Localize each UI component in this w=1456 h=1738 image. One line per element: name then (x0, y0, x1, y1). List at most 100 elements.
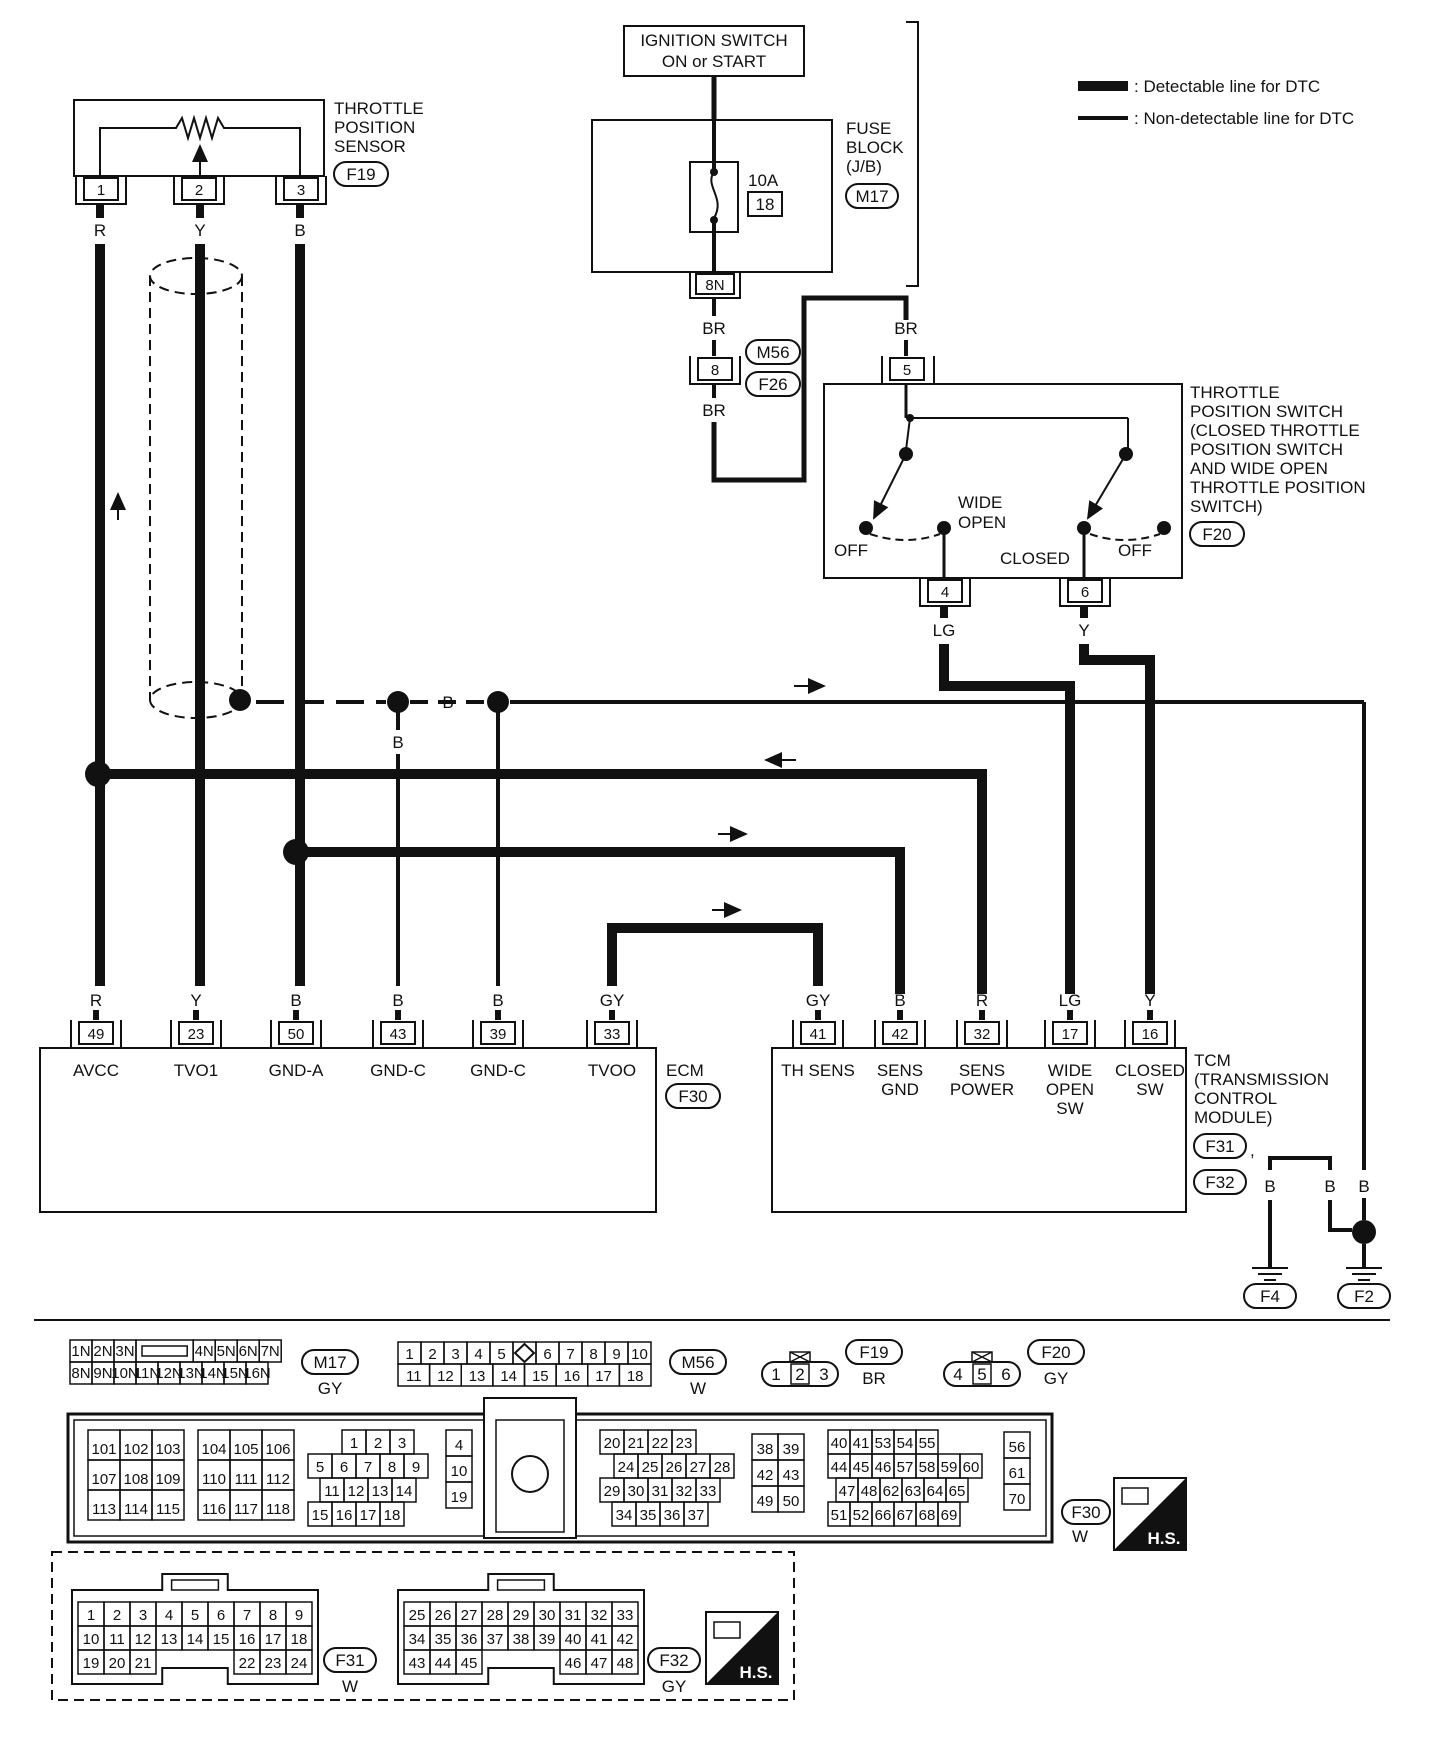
ecm-connector: F30 (678, 1087, 707, 1106)
f30-cell-39: 39 (783, 1441, 800, 1458)
ground-wire-3: B (1358, 1177, 1369, 1196)
f31-cell-2: 2 (113, 1607, 121, 1624)
f19-tag (845, 1339, 903, 1365)
m56-cell-2: 2 (428, 1346, 436, 1363)
ecm-pin-name-49: AVCC (73, 1061, 119, 1080)
f30-cell-25: 25 (642, 1459, 659, 1476)
ecm: R49AVCCY23TVO1B50GND-AB43GND-CB39GND-CGY… (39, 991, 721, 1213)
f30-cell-113: 113 (92, 1501, 116, 1518)
m17-r1-cell-6N: 6N (239, 1343, 258, 1360)
f30-cell-10: 10 (451, 1463, 468, 1480)
tps-sensor-pin-1: 1 (97, 182, 105, 199)
f30-cell-3: 3 (398, 1435, 406, 1452)
m56-cell-3: 3 (451, 1346, 459, 1363)
f30-cell-26: 26 (666, 1459, 683, 1476)
f30-cell-8: 8 (388, 1459, 396, 1476)
f30-cell-68: 68 (919, 1507, 936, 1524)
m17-r2-cell-10N: 10N (111, 1365, 139, 1382)
f30-cell-102: 102 (123, 1441, 148, 1458)
f30-cell-1: 1 (350, 1435, 358, 1452)
bracket (906, 21, 919, 287)
f32-cell-36: 36 (461, 1631, 478, 1648)
f30-cell-116: 116 (202, 1501, 226, 1518)
f30-center-housing (483, 1397, 577, 1539)
m17-r1-cell-7N: 7N (261, 1343, 280, 1360)
tcm-pin-name-16-0: CLOSED (1115, 1061, 1185, 1080)
tps-switch-pin-in: 5 (903, 362, 911, 379)
m17-r2-cell-16N: 16N (243, 1365, 271, 1382)
wire-b-gndc1: B (392, 733, 403, 752)
f31-cell-9: 9 (295, 1607, 303, 1624)
f30-cell-5: 5 (316, 1459, 324, 1476)
f30-cell-66: 66 (875, 1507, 892, 1524)
tcm-pin-17-box (1052, 1021, 1088, 1045)
f30-cell-65: 65 (949, 1483, 966, 1500)
tps-sensor-pin-3: 3 (297, 182, 305, 199)
f32-cell-44: 44 (435, 1655, 452, 1672)
f30-hs-label: H.S. (1147, 1529, 1180, 1548)
f32-cell-35: 35 (435, 1631, 452, 1648)
f32-cell-32: 32 (591, 1607, 608, 1624)
f30-cell-51: 51 (831, 1507, 848, 1524)
wire-gy-th-sens (607, 923, 823, 986)
f30-cell-55: 55 (919, 1435, 936, 1452)
tcm-connector-f31: F31 (1205, 1137, 1234, 1156)
tcm-pin-17-bracket (1044, 1020, 1096, 1049)
f31-cell-22: 22 (239, 1655, 256, 1672)
ecm-wire-43: B (392, 991, 403, 1010)
f32-cell-31: 31 (565, 1607, 582, 1624)
f31-cell-1: 1 (87, 1607, 95, 1624)
f30-cell-9: 9 (412, 1459, 420, 1476)
f20-tag (1027, 1339, 1085, 1365)
tps-switch-off-1: OFF (834, 541, 868, 560)
tcm-pin-32-box (964, 1021, 1000, 1045)
f19-latch-x (789, 1351, 811, 1363)
f30-cell-36: 36 (664, 1507, 681, 1524)
legend-detectable-label: : Detectable line for DTC (1134, 77, 1320, 96)
f30-cell-29: 29 (604, 1483, 621, 1500)
f30-cell-50: 50 (783, 1493, 800, 1510)
f31-cell-18: 18 (291, 1631, 308, 1648)
wire-br-1: BR (702, 319, 726, 338)
fuse-block: 10A 18 FUSE BLOCK (J/B) M17 (591, 119, 904, 273)
ecm-pin-39-label: 39 (490, 1026, 507, 1043)
harness-connector-8: 8 M56 F26 (689, 339, 801, 397)
tps-sensor-wire-y: Y (194, 221, 205, 240)
f30-cell-22: 22 (652, 1435, 669, 1452)
ecm-pin-50-label: 50 (288, 1026, 305, 1043)
tps-switch-connector: F20 (1202, 525, 1231, 544)
f30-cell-19: 19 (451, 1489, 468, 1506)
ground-wire-1: B (1264, 1177, 1275, 1196)
f19-pin-2: 2 (795, 1365, 804, 1384)
f30-cell-11: 11 (324, 1483, 340, 1500)
ignition-label-1: IGNITION SWITCH (640, 31, 787, 50)
ecm-pin-name-39: GND-C (470, 1061, 526, 1080)
f32-cell (611, 1649, 639, 1675)
f30-cell (445, 1481, 473, 1509)
f32-cell-29: 29 (513, 1607, 530, 1624)
f32-cell-33: 33 (617, 1607, 634, 1624)
f20-color: GY (1044, 1369, 1069, 1388)
m56-cell-17: 17 (595, 1368, 612, 1385)
m56-cell-18: 18 (627, 1368, 644, 1385)
tps-switch-open: OPEN (958, 513, 1006, 532)
f30-cell (1003, 1483, 1031, 1511)
tcm-pin-41-label: 41 (810, 1026, 827, 1043)
tcm-pin-name-42-0: SENS (877, 1061, 923, 1080)
f30-cell-35: 35 (640, 1507, 657, 1524)
f31-cell-14: 14 (187, 1631, 204, 1648)
f32-tag (647, 1647, 701, 1673)
fuse-number: 18 (756, 195, 775, 214)
f30-cell-33: 33 (700, 1483, 717, 1500)
f30-cell-70: 70 (1009, 1491, 1026, 1508)
tps-sensor-label-3: SENSOR (334, 137, 406, 156)
m56-key (513, 1342, 536, 1364)
connector-tag-m17 (845, 183, 899, 209)
wire-y-closed (1079, 644, 1155, 994)
ignition-label-2: ON or START (662, 52, 766, 71)
m56-cell-16: 16 (564, 1368, 581, 1385)
m56-color: W (690, 1379, 706, 1398)
